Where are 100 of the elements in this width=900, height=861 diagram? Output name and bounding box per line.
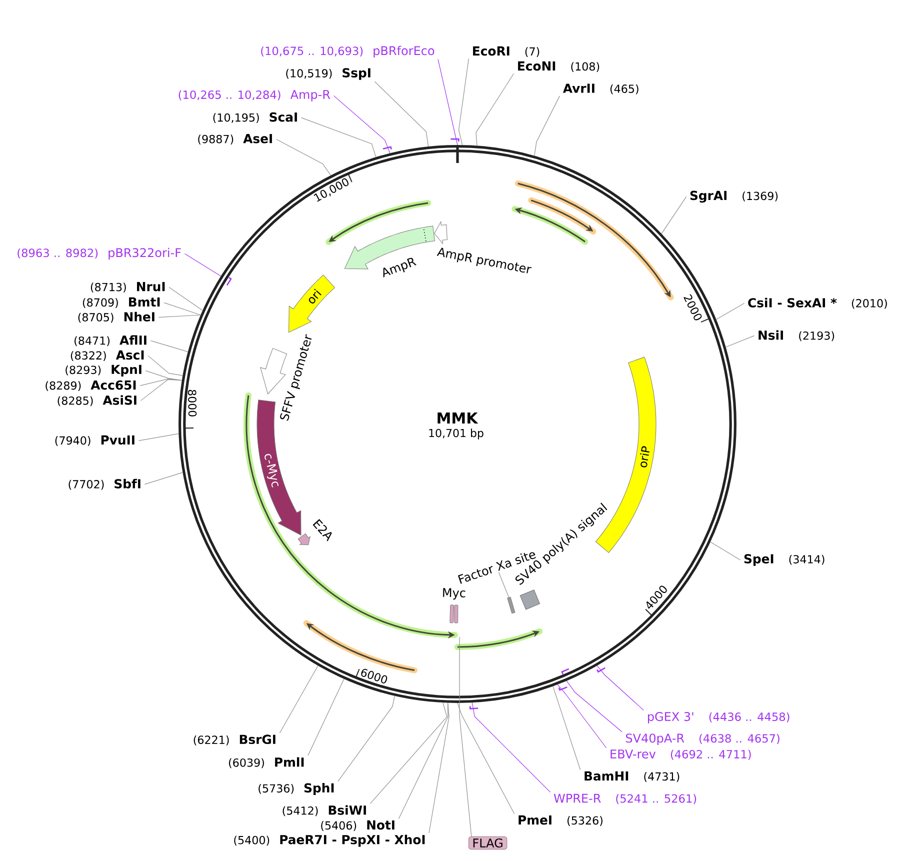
leader-line xyxy=(596,665,644,711)
leader-line xyxy=(457,702,515,814)
enzyme-name: NsiI xyxy=(758,330,783,340)
feature-label: Myc xyxy=(443,588,466,600)
tick-label: 2000 xyxy=(684,294,702,320)
site-position: (2193) xyxy=(799,331,834,342)
site-position: (7702) xyxy=(68,480,104,490)
leader-line xyxy=(458,58,469,146)
enzyme-name: EcoNI xyxy=(518,61,556,71)
leader-line xyxy=(333,95,390,154)
leader-line xyxy=(370,702,448,804)
enzyme-name: BmtI xyxy=(129,297,160,306)
site-position: (7) xyxy=(525,47,540,57)
enzyme-name: ScaI xyxy=(270,112,297,122)
site-position: (5412) xyxy=(282,806,318,816)
leader-line xyxy=(552,686,581,770)
leader-line xyxy=(716,303,745,320)
enzyme-name: BsiWI xyxy=(328,805,366,815)
tick-label: 6000 xyxy=(361,668,388,684)
leader-line xyxy=(279,665,318,734)
leader-line xyxy=(476,73,514,146)
site-position: (9887) xyxy=(198,134,234,145)
site-bar xyxy=(507,596,516,614)
enzyme-name: AvrII xyxy=(562,84,594,93)
leader-line xyxy=(398,702,448,820)
site-position: (5326) xyxy=(568,816,602,826)
leader-line xyxy=(308,678,344,756)
leader-line xyxy=(276,139,332,176)
leader-line xyxy=(725,335,755,348)
feature-label: AmpR xyxy=(383,258,416,278)
origin-segment: ori xyxy=(288,274,335,333)
site-position: (10,519) xyxy=(286,68,332,79)
leader-line xyxy=(145,370,182,381)
site-position: (8289) xyxy=(46,381,81,392)
enzyme-name: Acc65I xyxy=(90,380,136,390)
site-position: (3414) xyxy=(789,554,824,565)
enzyme-name: SpeI xyxy=(744,554,774,566)
enzyme-name: AsiSI xyxy=(102,395,136,405)
site-position: (6039) xyxy=(228,758,264,768)
leader-line xyxy=(459,636,472,837)
feature-label: AmpR promoter xyxy=(436,248,532,274)
plasmid-name: MMK xyxy=(438,412,478,424)
enzyme-name: PaeR7I - PspXI - XhoI xyxy=(280,834,425,847)
leader-line xyxy=(566,680,622,732)
leader-line xyxy=(710,542,741,560)
plasmid-length: 10,701 bp xyxy=(429,428,484,440)
primer-name: pBR322ori-F xyxy=(108,248,181,260)
site-position: (6221) xyxy=(194,735,229,746)
site-position: (8705) xyxy=(78,312,114,323)
enzyme-name: SspI xyxy=(342,68,370,80)
enzyme-name: NruI xyxy=(137,282,165,292)
leader-line xyxy=(158,314,201,318)
leader-line xyxy=(168,287,203,311)
primer-name: SV40pA-R xyxy=(626,734,684,745)
primer-range: (4638 .. 4657) xyxy=(700,734,780,744)
site-position: (8322) xyxy=(70,351,106,361)
site-position: (108) xyxy=(571,62,600,72)
leader-line xyxy=(301,117,376,158)
enzyme-name: NheI xyxy=(124,312,154,322)
enzyme-name: SbfI xyxy=(114,478,140,488)
enzyme-name: SgrAI xyxy=(690,190,726,203)
enzyme-name: KpnI xyxy=(112,364,142,377)
site-position: (5406) xyxy=(321,821,356,831)
primer-range: (4692 .. 4711) xyxy=(670,750,751,760)
site-position: (5736) xyxy=(258,784,294,794)
primer-range: (10,265 .. 10,284) xyxy=(178,90,280,100)
leader-line xyxy=(472,702,551,792)
enzyme-name: AflII xyxy=(120,335,146,345)
primer-name: pGEX 3' xyxy=(648,712,694,724)
leader-line xyxy=(534,96,560,156)
site-position: (1369) xyxy=(742,192,778,202)
primer-range: (5241 .. 5261) xyxy=(616,794,696,804)
primer-name: WPRE-R xyxy=(554,794,601,803)
site-position: (4731) xyxy=(644,772,680,782)
tick-label: 8000 xyxy=(188,390,197,416)
site-position: (465) xyxy=(610,84,638,94)
enzyme-name: CsiI - SexAI * xyxy=(748,298,837,308)
enzyme-name: BsrGI xyxy=(240,734,276,744)
leader-line xyxy=(148,355,184,376)
enzyme-name: BamHI xyxy=(584,771,628,781)
primer-range: (4436 .. 4458) xyxy=(709,712,790,722)
primer-name: EBV-rev xyxy=(610,750,656,758)
leader-line xyxy=(498,572,510,598)
site-position: (8285) xyxy=(58,396,93,406)
feature-tag: FLAG xyxy=(468,836,508,850)
leader-line xyxy=(144,472,184,485)
leader-line xyxy=(184,253,222,276)
enzyme-name: EcoRI xyxy=(473,46,510,56)
site-position: (8709) xyxy=(82,298,118,308)
site-position: (10,195) xyxy=(213,113,259,124)
enzyme-name: AscI xyxy=(116,350,144,360)
primer-name: pBRforEco xyxy=(374,46,434,58)
primer-range: (8963 .. 8982) xyxy=(18,248,98,258)
enzyme-name: NotI xyxy=(367,820,394,830)
site-position: (7940) xyxy=(55,436,90,446)
site-position: (8293) xyxy=(66,366,101,376)
enzyme-name: PmlI xyxy=(275,757,304,767)
leader-line xyxy=(164,302,201,316)
leader-line xyxy=(374,81,429,147)
enzyme-name: PmeI xyxy=(518,815,552,825)
